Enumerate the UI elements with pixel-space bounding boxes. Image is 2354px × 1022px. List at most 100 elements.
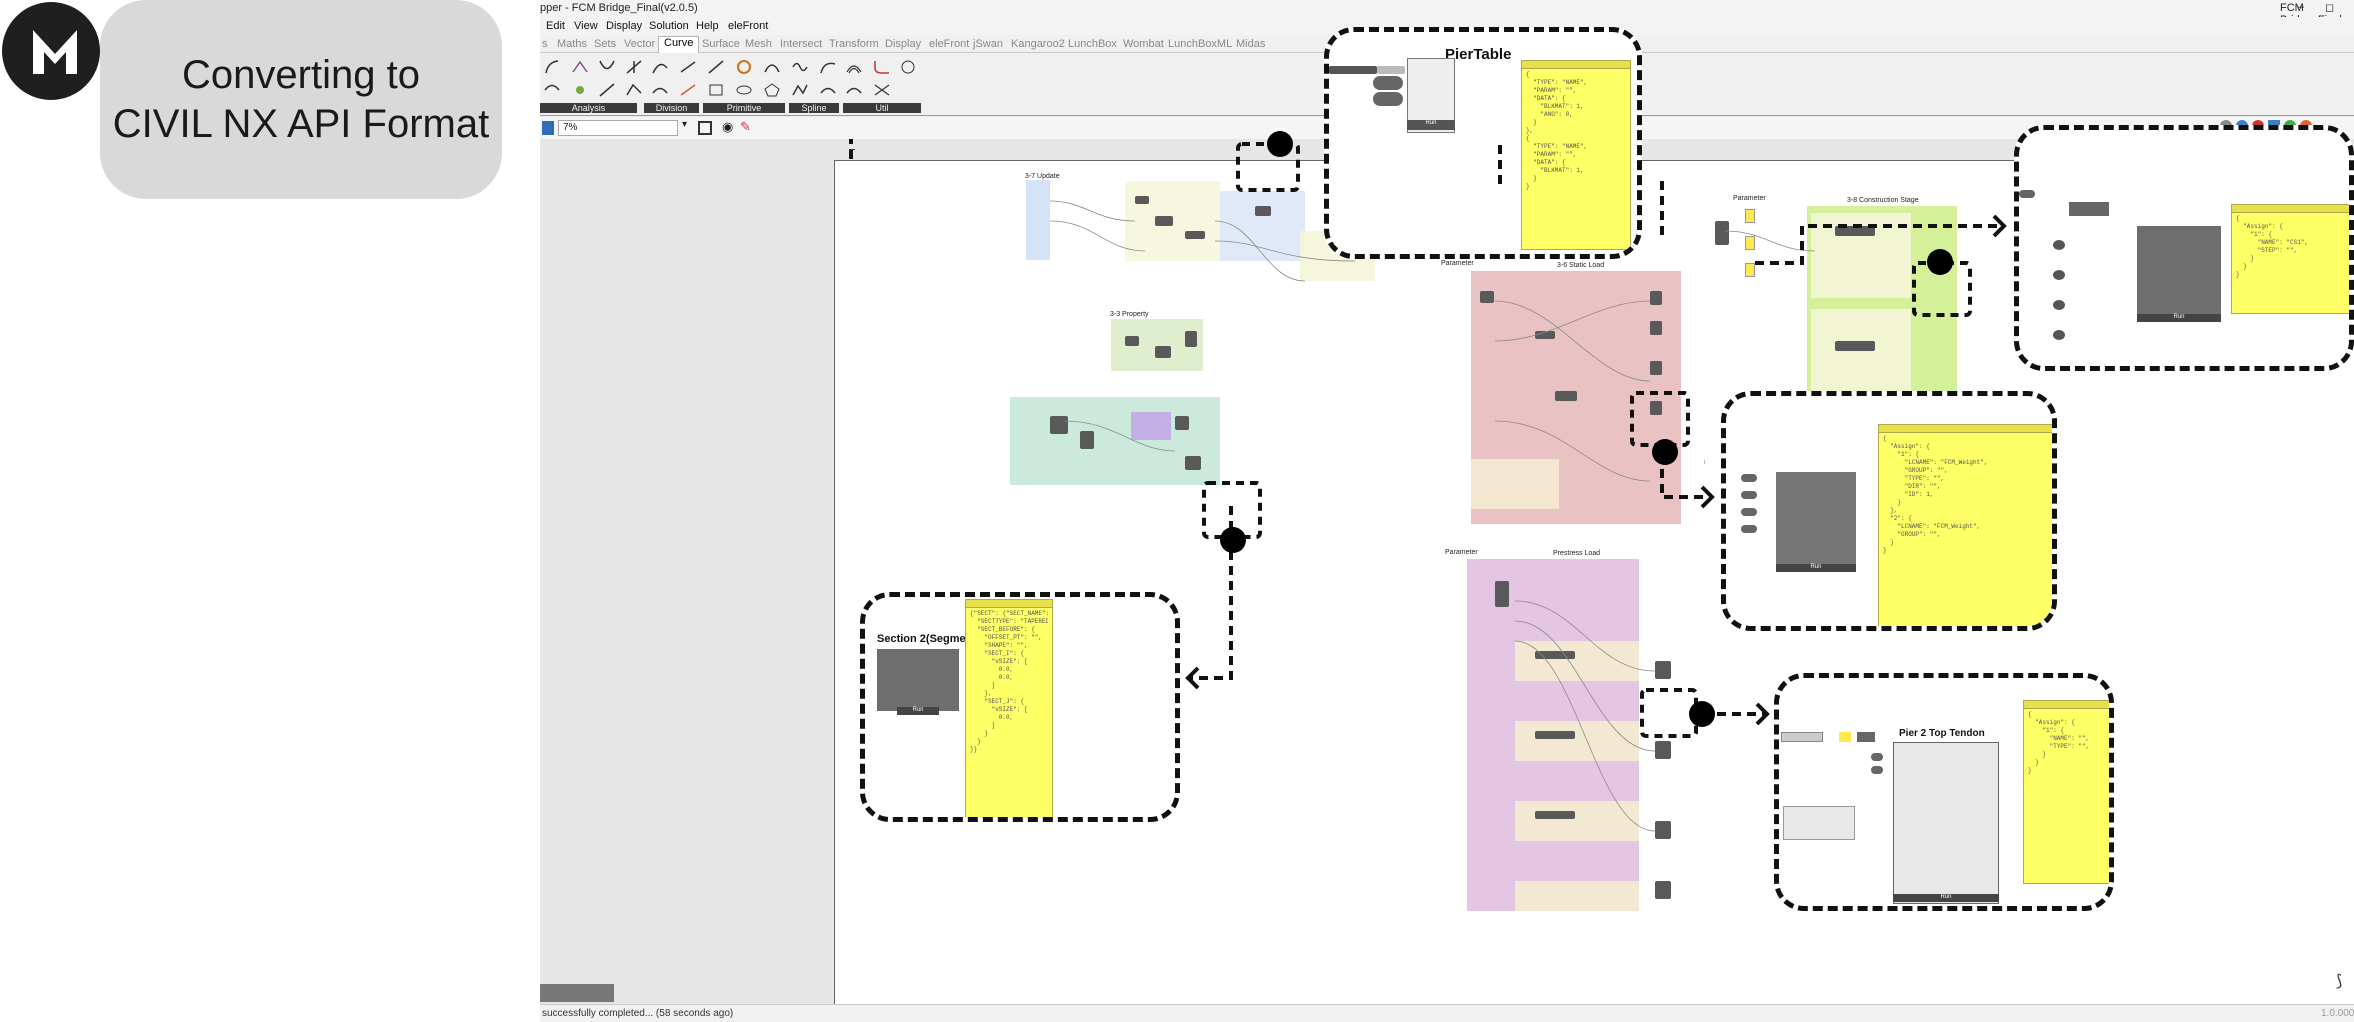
divide-distance-icon[interactable] (678, 81, 698, 99)
menu-elefront[interactable]: eleFront (728, 20, 769, 32)
sketch-icon[interactable]: ✎ (740, 119, 751, 134)
tab-jswan[interactable]: jSwan (973, 38, 1003, 50)
static-load-output-panel[interactable]: { "Assign": { "1": { "LCNAME": "FCM_Weig… (1878, 424, 2052, 626)
chevron-down-icon[interactable]: ▾ (682, 119, 688, 130)
group-prestress-sub2[interactable] (1515, 721, 1639, 761)
tab-curve[interactable]: Curve (658, 36, 700, 53)
static-input-toggle-4[interactable] (1741, 525, 1757, 533)
tab-maths[interactable]: Maths (557, 38, 587, 50)
grasshopper-canvas[interactable]: 3-7 Update 3-3 Property Parameter 3-6 St… (540, 27, 2354, 1004)
tab-transform[interactable]: Transform (829, 38, 879, 50)
tendon-node[interactable] (1857, 732, 1875, 742)
polygon-icon[interactable] (762, 81, 782, 99)
component-node[interactable] (1835, 226, 1875, 236)
construction-input[interactable] (2019, 190, 2035, 198)
menu-edit[interactable]: Edit (546, 20, 565, 32)
component-node[interactable] (1495, 581, 1509, 607)
component-node[interactable] (1255, 206, 1271, 216)
group-static-load-sub[interactable] (1471, 459, 1559, 509)
static-load-run-button[interactable]: Run (1776, 564, 1856, 572)
menu-solution[interactable]: Solution (649, 20, 689, 32)
circle-icon[interactable] (734, 58, 754, 76)
extend-icon[interactable] (844, 81, 864, 99)
control-points-icon[interactable] (624, 81, 644, 99)
tab-surface[interactable]: Surface (702, 38, 740, 50)
tendon-toggle-2[interactable] (1871, 766, 1883, 774)
tab-sets[interactable]: Sets (594, 38, 617, 50)
panel-node[interactable] (1745, 209, 1755, 223)
tab-midas[interactable]: Midas (1236, 38, 1266, 50)
zoom-dropdown[interactable]: 7% (558, 120, 678, 136)
component-node[interactable] (1655, 881, 1671, 899)
menu-help[interactable]: Help (696, 20, 719, 32)
piertable-toggle[interactable] (1373, 76, 1403, 90)
static-load-component[interactable] (1776, 472, 1856, 564)
component-node[interactable] (1050, 416, 1068, 434)
component-node[interactable] (1155, 346, 1171, 358)
interpolate-icon[interactable] (790, 58, 810, 76)
tendon-output-panel[interactable]: { "Assign": { "1": { "NAME": "", "TYPE":… (2023, 700, 2109, 884)
tab-display[interactable]: Display (885, 38, 922, 50)
join-icon[interactable] (898, 58, 918, 76)
construction-node[interactable] (2069, 202, 2109, 216)
ellipse-icon[interactable] (734, 81, 754, 99)
shatter-icon[interactable] (678, 58, 698, 76)
group-prestress-sub4[interactable] (1515, 881, 1639, 911)
component-node[interactable] (1155, 216, 1173, 226)
zoom-extents-icon[interactable] (698, 121, 712, 135)
end-points-icon[interactable] (597, 81, 617, 99)
construction-node-5[interactable] (2053, 330, 2065, 340)
curvature-icon[interactable] (597, 58, 617, 76)
component-node[interactable] (1835, 341, 1875, 351)
piertable-output-panel[interactable]: { "TYPE": "NAME", "PARAM": "", "DATA": {… (1521, 60, 1631, 250)
section-run-button[interactable]: Run (897, 707, 939, 715)
component-node[interactable] (1135, 196, 1149, 204)
line-icon[interactable] (706, 58, 726, 76)
arc-tool-icon[interactable] (542, 58, 562, 76)
arc-3pt-icon[interactable] (762, 58, 782, 76)
group-prestress-sub3[interactable] (1515, 801, 1639, 841)
component-node[interactable] (1535, 331, 1555, 339)
component-node[interactable] (1650, 361, 1662, 375)
maximize-button[interactable]: ◻ (2325, 2, 2335, 14)
component-node[interactable] (1185, 456, 1201, 470)
group-section[interactable] (1010, 397, 1220, 485)
construction-node-4[interactable] (2053, 300, 2065, 310)
tab-lunchboxml[interactable]: LunchBoxML (1168, 38, 1233, 50)
tendon-run-button[interactable]: Run (1893, 894, 1999, 902)
offset-icon[interactable] (844, 58, 864, 76)
panel-node[interactable] (1745, 263, 1755, 277)
canvas-bottom-toolbar[interactable] (540, 984, 614, 1002)
component-node[interactable] (1125, 336, 1139, 346)
canvas-widget-icon[interactable]: ⟆ (2336, 973, 2343, 990)
eye-icon[interactable]: ◉ (722, 119, 734, 134)
tab-params[interactable]: s (542, 38, 548, 50)
document-icon[interactable] (542, 121, 554, 135)
rectangle-icon[interactable] (706, 81, 726, 99)
tab-vector[interactable]: Vector (624, 38, 656, 50)
tendon-input[interactable] (1781, 732, 1823, 742)
static-input-toggle[interactable] (1741, 474, 1757, 482)
tendon-toggle[interactable] (1871, 753, 1883, 761)
construction-node-3[interactable] (2053, 270, 2065, 280)
tendon-list-input[interactable] (1783, 806, 1855, 840)
component-node[interactable] (1555, 391, 1577, 401)
group-section-purple[interactable] (1131, 412, 1171, 440)
length-icon[interactable] (542, 81, 562, 99)
tendon-panel-node[interactable] (1839, 732, 1851, 742)
component-node[interactable] (1655, 821, 1671, 839)
nurbs-icon[interactable] (818, 58, 838, 76)
evaluate-icon[interactable] (624, 58, 644, 76)
flip-icon[interactable] (872, 81, 892, 99)
curve-analysis-icon[interactable] (570, 58, 590, 76)
divide-curve-icon[interactable] (650, 58, 670, 76)
menu-display[interactable]: Display (606, 20, 643, 32)
component-node[interactable] (1655, 741, 1671, 759)
component-node[interactable] (1650, 291, 1662, 305)
piertable-toggle-2[interactable] (1373, 92, 1403, 106)
component-node[interactable] (1655, 661, 1671, 679)
component-node[interactable] (1650, 321, 1662, 335)
section-output-panel[interactable]: {"SECT": {"SECT_NAME": "..", "SECTTYPE":… (965, 599, 1053, 817)
tab-intersect[interactable]: Intersect (780, 38, 823, 50)
component-node[interactable] (1480, 291, 1494, 303)
